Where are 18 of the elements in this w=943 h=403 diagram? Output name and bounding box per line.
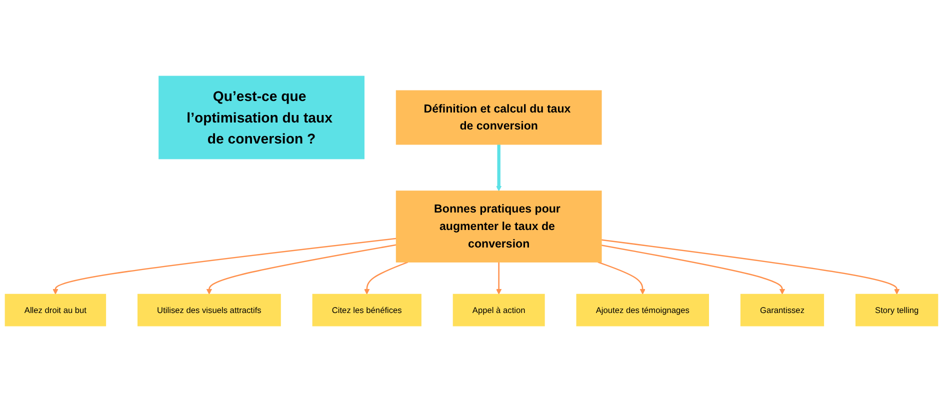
node-box: Utilisez des visuels attractifs — [138, 294, 281, 327]
node-box: Allez droit au but — [4, 294, 106, 327]
node-box: Bonnes pratiques pour augmenter le taux de conversion — [396, 191, 602, 263]
node-box: Qu’est-ce que l’optimisation du taux de conversion ? — [158, 76, 364, 160]
arrow — [496, 144, 502, 192]
arrow — [601, 245, 786, 295]
arrow — [496, 262, 502, 295]
arrow — [364, 262, 408, 295]
node-box: Story telling — [855, 294, 938, 327]
arrow — [598, 262, 646, 295]
arrow — [52, 238, 396, 295]
node-box: Citez les bénéfices — [312, 294, 422, 327]
node-box: Appel à action — [452, 294, 545, 327]
node-box: Garantissez — [740, 294, 824, 327]
node-box: Définition et calcul du taux de conversion — [396, 90, 602, 146]
arrow — [601, 240, 900, 295]
node-box: Ajoutez des témoignages — [576, 294, 710, 327]
arrow — [206, 244, 396, 295]
